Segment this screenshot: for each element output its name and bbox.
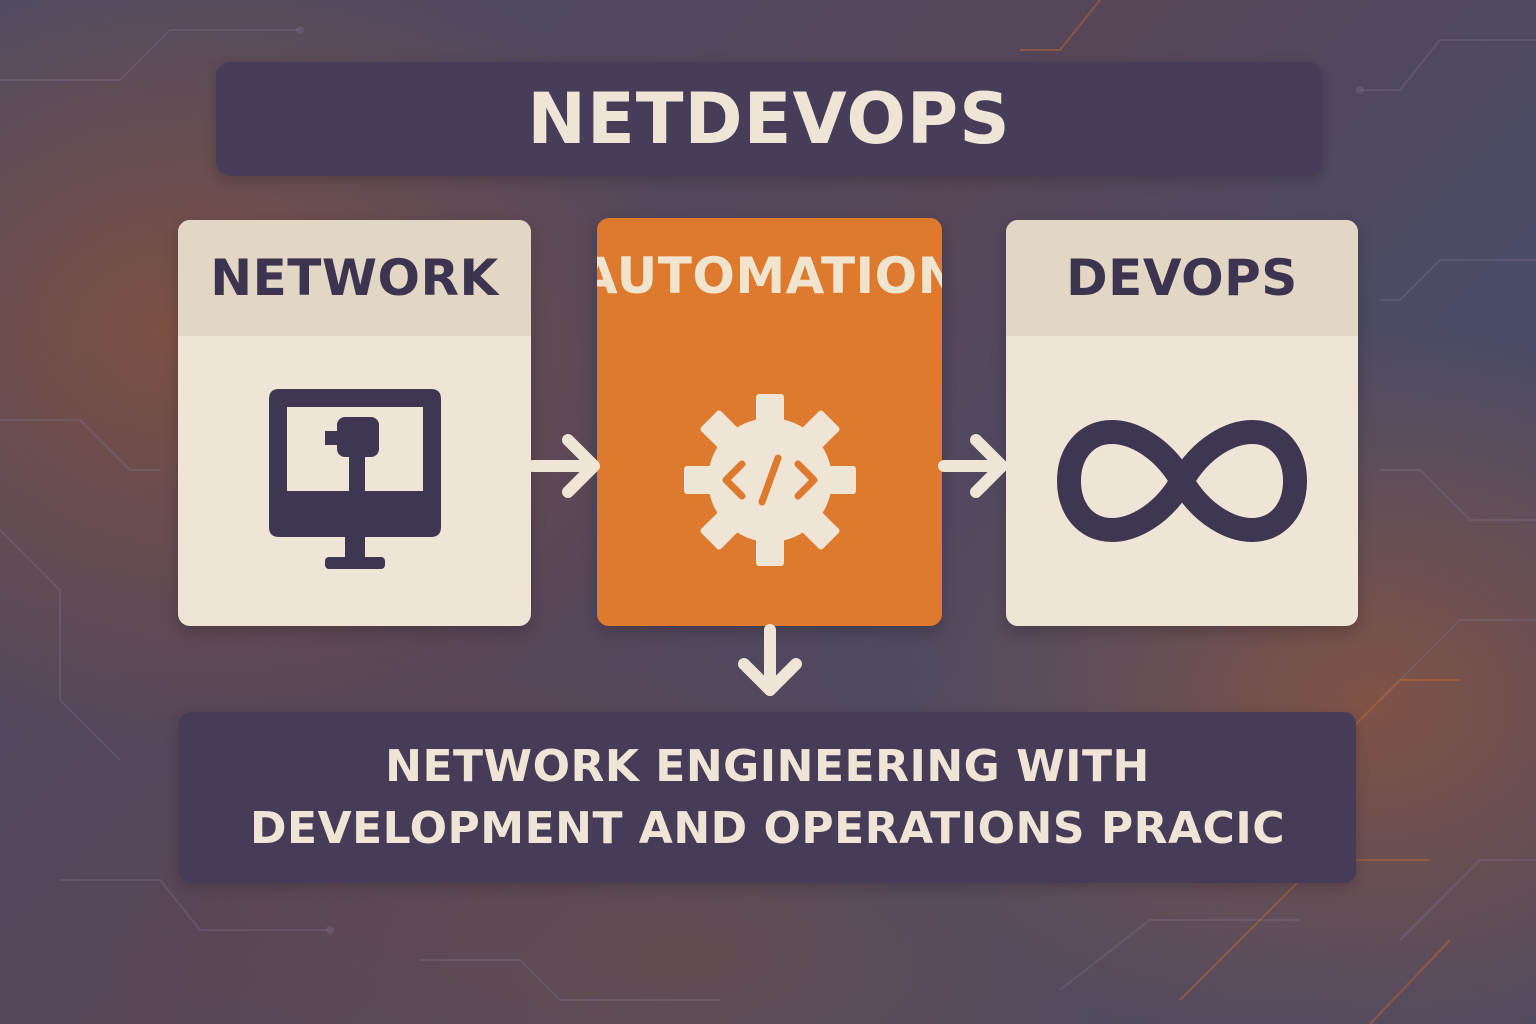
gear-code-icon: [683, 394, 856, 566]
title-banner: NETDEVOPS: [216, 62, 1322, 176]
network-card-header: NETWORK: [178, 220, 531, 336]
monitor-icon: [268, 389, 441, 569]
network-card: NETWORK: [178, 220, 531, 626]
devops-card: DEVOPS: [1006, 220, 1358, 626]
page-title: NETDEVOPS: [527, 78, 1011, 160]
automation-card: AUTOMATION: [597, 218, 942, 626]
summary-line-2: DEVELOPMENT AND OPERATIONS PRACIC: [249, 802, 1285, 854]
summary-line-1: NETWORK ENGINEERING WITH: [385, 740, 1150, 792]
infinity-icon: [1057, 419, 1307, 543]
automation-card-header: AUTOMATION: [597, 247, 942, 305]
devops-card-header: DEVOPS: [1006, 220, 1358, 336]
summary-banner: NETWORK ENGINEERING WITH DEVELOPMENT AND…: [179, 712, 1356, 883]
